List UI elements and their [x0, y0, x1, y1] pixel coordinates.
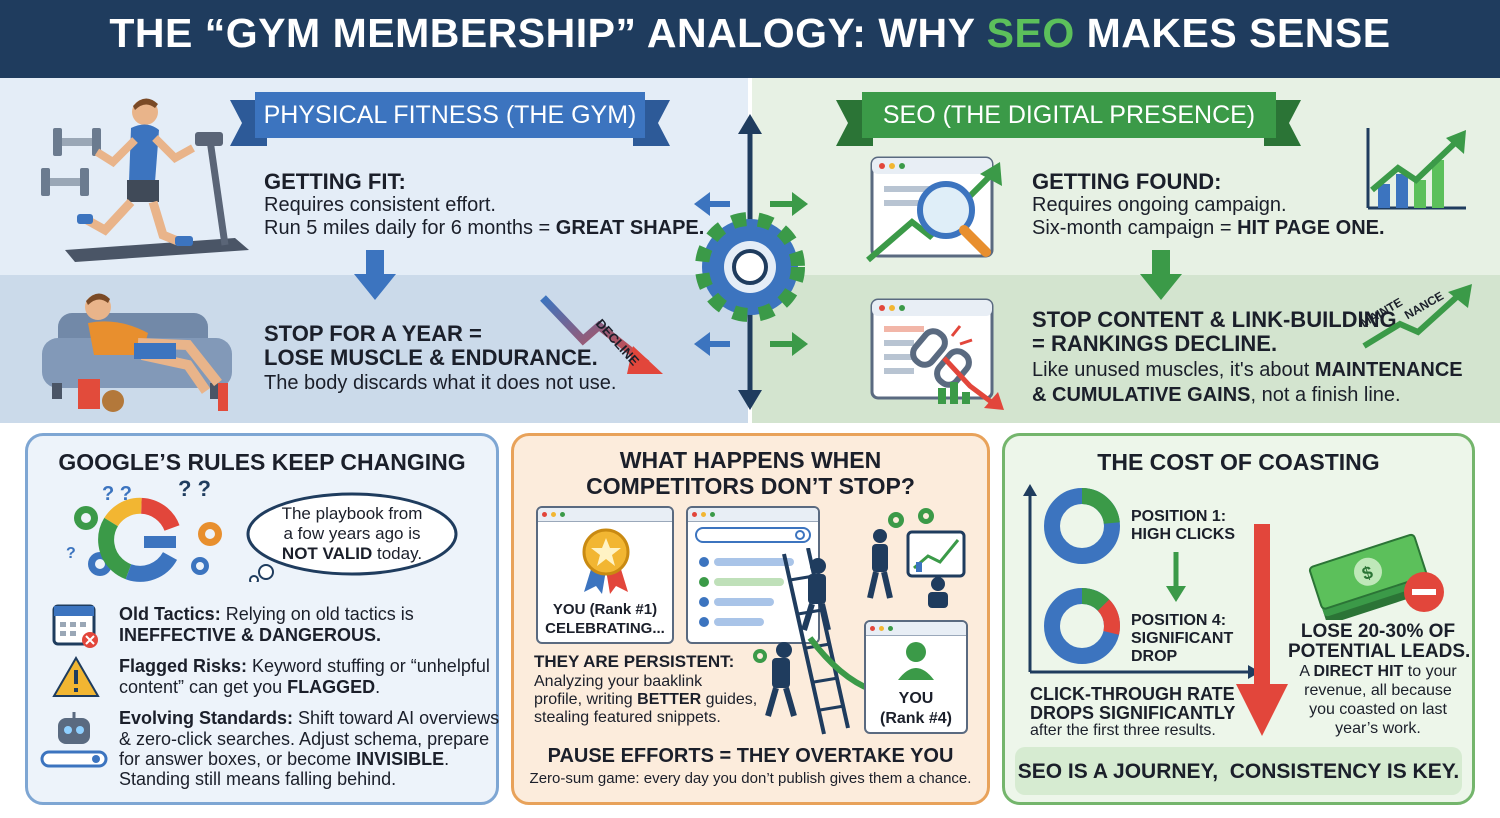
center-gear-divider [694, 114, 808, 410]
bubble-line2: a fow years ago is [283, 524, 421, 543]
evolving-standards-line1: Evolving Standards: Shift toward AI over… [119, 708, 500, 728]
lose-leads-line3: A DIRECT HIT to your [1299, 663, 1457, 680]
stop-content-heading1: STOP CONTENT & LINK-BUILDING [1032, 307, 1397, 332]
lose-leads-line6: year’s work. [1335, 720, 1421, 737]
svg-text:? ?: ? ? [102, 483, 132, 505]
position1-donut [1044, 488, 1120, 564]
journey-footer-text: SEO IS A JOURNEY, CONSISTENCY IS KEY. [1017, 760, 1460, 783]
getting-found-line1: Requires ongoing campaign. [1032, 194, 1287, 216]
down-arrow-icon [354, 250, 396, 300]
stop-year-heading2: LOSE MUSCLE & ENDURANCE. [264, 345, 598, 370]
getting-found-heading: GETTING FOUND: [1032, 169, 1222, 194]
getting-fit-heading: GETTING FIT: [264, 169, 406, 194]
google-rules-card [25, 433, 499, 805]
bubble-line3: NOT VALID today. [281, 544, 423, 563]
getting-fit-line2: Run 5 miles daily for 6 months = GREAT S… [264, 217, 705, 239]
gear-icon [888, 508, 934, 528]
getting-fit-line1: Requires consistent effort. [264, 194, 496, 216]
lose-leads-line5: you coasted on last [1309, 701, 1447, 718]
competitors-title-line2: COMPETITORS DON’T STOP? [586, 473, 915, 499]
warning-icon [52, 656, 100, 697]
position1-label-line2: HIGH CLICKS [1131, 526, 1235, 543]
couch-potato-illustration [42, 293, 232, 412]
page-title: THE “GYM MEMBERSHIP” ANALOGY: WHY SEO MA… [109, 10, 1391, 56]
persistent-line1: Analyzing your baaklink [534, 673, 703, 690]
cost-card-title: THE COST OF COASTING [1097, 449, 1380, 475]
rank1-line1: YOU (Rank #1) [552, 601, 658, 618]
bubble-line1: The playbook from [281, 504, 423, 523]
svg-text:? ?: ? ? [178, 478, 211, 501]
maintenance-arrow-icon [1362, 284, 1472, 349]
position1-label-line1: POSITION 1: [1131, 508, 1227, 525]
ctr-line1: CLICK-THROUGH RATE [1030, 684, 1235, 704]
fitness-ribbon: PHYSICAL FITNESS (THE GYM) [255, 92, 645, 138]
stop-content-heading2: = RANKINGS DECLINE. [1032, 331, 1278, 356]
ladder-climbers-illustration [753, 548, 884, 735]
flagged-risks-line1: Flagged Risks: Keyword stuffing or “unhe… [119, 656, 490, 676]
stop-year-heading1: STOP FOR A YEAR = [264, 321, 482, 346]
seo-ribbon: SEO (THE DIGITAL PRESENCE) [862, 92, 1276, 138]
rank1-line2: CELEBRATING... [545, 620, 665, 637]
stop-year-line: The body discards what it does not use. [264, 372, 617, 394]
old-tactics-line2: INEFFECTIVE & DANGEROUS. [119, 625, 382, 645]
money-stack-icon: $ [1308, 533, 1444, 620]
ctr-line2: DROPS SIGNIFICANTLY [1030, 703, 1236, 723]
getting-found-line2: Six-month campaign = HIT PAGE ONE. [1032, 217, 1385, 239]
old-tactics-line1: Old Tactics: Relying on old tactics is [119, 604, 414, 624]
growth-chart-icon [1366, 128, 1466, 210]
ctr-line3: after the first three results. [1030, 722, 1216, 739]
dumbbell-icon [41, 128, 101, 196]
user-avatar-icon [898, 642, 934, 680]
stop-content-line2: & CUMULATIVE GAINS, not a finish line. [1032, 384, 1401, 406]
broken-link-illustration [870, 298, 1004, 410]
flagged-risks-line2: content” can get you FLAGGED. [119, 677, 381, 697]
svg-text:?: ? [66, 545, 76, 562]
lose-leads-line1: LOSE 20-30% OF [1300, 621, 1456, 642]
lose-leads-line4: revenue, all because [1304, 682, 1452, 699]
gear-icon [695, 212, 805, 322]
persistent-line3: stealing featured snippets. [534, 709, 721, 726]
google-card-title: GOOGLE’S RULES KEEP CHANGING [58, 449, 466, 475]
evolving-standards-line3: for answer boxes, or become INVISIBLE. [119, 749, 450, 769]
header-bar [0, 0, 1500, 78]
red-down-arrow-icon [1236, 524, 1288, 736]
evolving-standards-line4: Standing still means falling behind. [119, 769, 397, 789]
award-medal-icon [582, 528, 630, 594]
speech-bubble [246, 492, 458, 582]
position4-donut [1044, 588, 1120, 664]
decline-arrow-icon [540, 295, 663, 374]
calendar-icon [52, 604, 98, 648]
position4-label-line2: SIGNIFICANT [1131, 630, 1234, 647]
rank4-line2: (Rank #4) [879, 710, 953, 727]
persistent-line2: profile, writing BETTER guides, [534, 691, 758, 708]
competitor-team-illustration [867, 508, 966, 608]
lose-leads-line2: POTENTIAL LEADS. [1288, 641, 1471, 662]
persistent-heading: THEY ARE PERSISTENT: [534, 652, 735, 671]
search-growth-illustration [866, 156, 1002, 263]
evolving-standards-line2: & zero-click searches. Adjust schema, pr… [119, 729, 490, 749]
competitors-title-line1: WHAT HAPPENS WHEN [619, 447, 882, 473]
stop-content-line1: Like unused muscles, it's about MAINTENA… [1032, 359, 1463, 381]
rank4-line1: YOU [898, 690, 934, 707]
down-arrow-icon [1140, 250, 1182, 300]
google-logo-icon: ? ? ? ? ? [66, 478, 222, 582]
position4-label-line1: POSITION 4: [1131, 612, 1227, 629]
search-results-list [695, 527, 811, 627]
runner-treadmill-illustration [41, 98, 249, 262]
robot-icon [40, 712, 108, 768]
pause-efforts-line: Zero-sum game: every day you don’t publi… [529, 770, 972, 787]
gear-icon [74, 506, 222, 576]
journey-footer-box [1015, 747, 1462, 795]
pause-efforts-heading: PAUSE EFFORTS = THEY OVERTAKE YOU [547, 745, 954, 767]
ctr-position-chart [1023, 484, 1260, 679]
position4-label-line3: DROP [1131, 648, 1178, 665]
